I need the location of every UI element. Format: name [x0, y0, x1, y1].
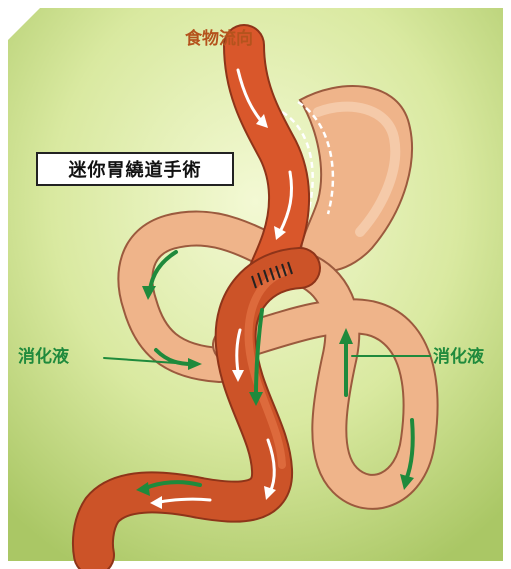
food-direction-label: 食物流向 — [185, 29, 253, 49]
digestive-juice-label-left: 消化液 — [18, 347, 69, 367]
digestive-juice-label-right: 消化液 — [433, 347, 484, 367]
diagram-title: 迷你胃繞道手術 — [36, 152, 234, 186]
